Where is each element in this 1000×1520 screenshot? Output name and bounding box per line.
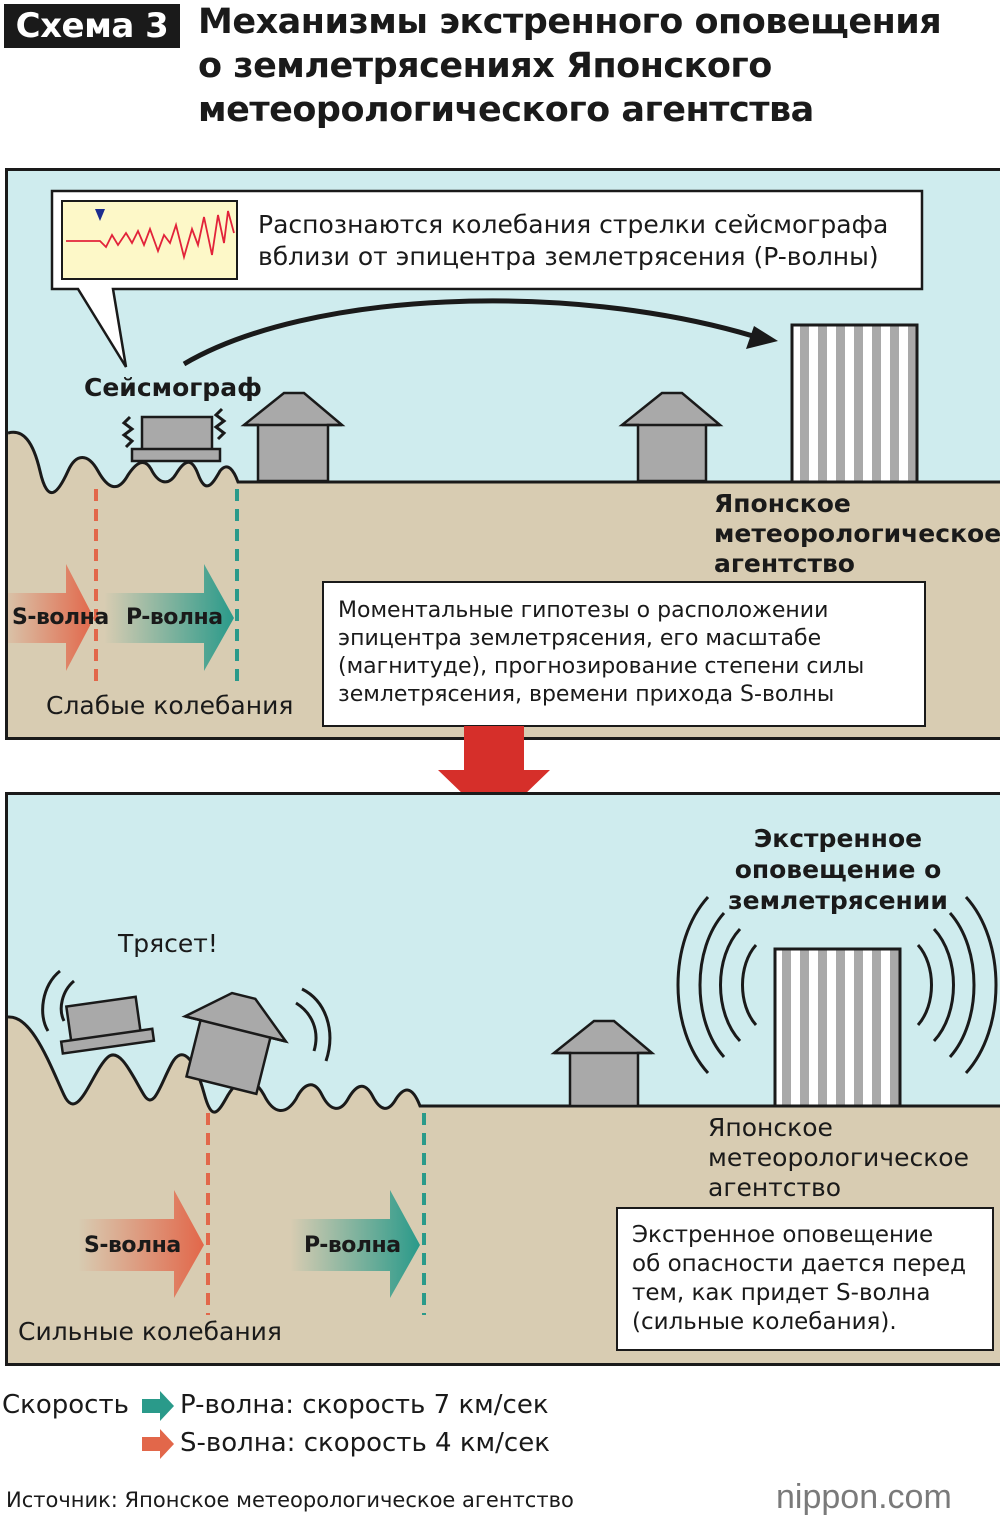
warning-box: Экстренное оповещение об опасности даетс… bbox=[616, 1207, 994, 1351]
p-wave-label: P-волна bbox=[126, 605, 223, 630]
agency-label-line: метеорологическое bbox=[708, 1143, 969, 1172]
vibration-icon bbox=[213, 407, 227, 441]
warning-line: Экстренное оповещение bbox=[632, 1222, 934, 1248]
panel-2-scene bbox=[8, 795, 1000, 1315]
callout-bubble bbox=[50, 189, 924, 368]
alert-label-line: Экстренное bbox=[753, 824, 923, 853]
title-line-2: о землетрясениях Японского bbox=[198, 46, 772, 86]
warning-line: об опасности дается перед bbox=[632, 1251, 967, 1277]
estimate-line: эпицентра землетрясения, его масштабе bbox=[338, 626, 822, 651]
s-wave-legend-arrow-icon bbox=[142, 1429, 174, 1459]
house-tilted-icon bbox=[181, 991, 289, 1096]
shake-lines-icon bbox=[41, 969, 61, 1032]
shake-lines-icon bbox=[59, 979, 76, 1022]
seismograph-icon bbox=[130, 447, 222, 463]
ground-surface bbox=[8, 430, 1000, 495]
shaking-label: Сильные колебания bbox=[18, 1317, 282, 1346]
broadcast-waves-icon bbox=[676, 895, 998, 1075]
p-wave-legend-arrow-icon bbox=[142, 1391, 174, 1421]
s-wave-label: S-волна bbox=[12, 605, 109, 630]
transmission-arrow bbox=[182, 298, 754, 367]
alert-label-line: землетрясении bbox=[728, 886, 948, 915]
callout-line: Распознаются колебания стрелки сейсмогра… bbox=[258, 210, 889, 239]
legend-p-wave: P-волна: скорость 7 км/сек bbox=[180, 1390, 549, 1420]
callout-line: вблизи от эпицентра землетрясения (P-вол… bbox=[258, 242, 879, 271]
agency-label-line: метеорологическое bbox=[714, 519, 1000, 548]
shaking-label: Слабые колебания bbox=[46, 691, 294, 720]
panel-weak-shaking: Распознаются колебания стрелки сейсмогра… bbox=[5, 168, 1000, 740]
estimate-text: Моментальные гипотезы о расположении эпи… bbox=[338, 597, 864, 709]
seismograph-tilted-icon bbox=[59, 995, 156, 1055]
estimate-line: Моментальные гипотезы о расположении bbox=[338, 598, 829, 623]
diagram-badge: Схема 3 bbox=[4, 4, 180, 48]
warning-line: тем, как придет S-волна bbox=[632, 1280, 931, 1306]
seismogram-trace bbox=[61, 200, 238, 280]
estimate-line: (магнитуде), прогнозирование степени сил… bbox=[338, 654, 865, 679]
seismograph-icon bbox=[140, 415, 214, 453]
vibration-icon bbox=[121, 415, 135, 449]
legend-s-wave: S-волна: скорость 4 км/сек bbox=[180, 1428, 550, 1458]
estimate-line: землетрясения, времени прихода S-волны bbox=[338, 682, 835, 707]
s-wave-label: S-волна bbox=[84, 1233, 181, 1258]
shake-lines-icon bbox=[295, 1001, 318, 1052]
title-line-1: Механизмы экстренного оповещения bbox=[198, 2, 942, 42]
agency-label-line: Японское bbox=[708, 1113, 833, 1142]
warning-line: (сильные колебания). bbox=[632, 1309, 897, 1335]
p-wave-arrow bbox=[290, 1190, 420, 1298]
shaking-exclamation: Трясет! bbox=[118, 929, 218, 958]
s-wave-arrow bbox=[78, 1190, 204, 1298]
legend-title: Скорость bbox=[2, 1390, 129, 1420]
seismograph-label: Сейсмограф bbox=[84, 373, 262, 402]
agency-label: Японское метеорологическое агентство bbox=[714, 489, 1000, 579]
shake-lines-icon bbox=[301, 987, 332, 1062]
s-wave-arrow bbox=[8, 564, 94, 671]
source-note: Источник: Японское метеорологическое аге… bbox=[6, 1488, 574, 1512]
ground-surface bbox=[8, 1015, 1000, 1114]
panel-1-scene bbox=[8, 171, 1000, 686]
estimate-box: Моментальные гипотезы о расположении эпи… bbox=[322, 581, 926, 727]
agency-label-line: агентство bbox=[708, 1173, 842, 1202]
agency-building-icon bbox=[790, 323, 919, 484]
warning-text: Экстренное оповещение об опасности даетс… bbox=[632, 1221, 966, 1337]
nippon-logo: nippon.com bbox=[776, 1478, 952, 1516]
seismogram-trace bbox=[66, 210, 235, 261]
transmission-arrow bbox=[746, 326, 778, 349]
p-wave-arrow bbox=[104, 564, 234, 671]
p-wave-label: P-волна bbox=[304, 1233, 401, 1258]
agency-building-icon bbox=[773, 947, 902, 1108]
alert-label-line: оповещение о bbox=[734, 855, 942, 884]
title-line-3: метеорологического агентства bbox=[198, 90, 814, 130]
callout-text: Распознаются колебания стрелки сейсмогра… bbox=[258, 209, 888, 273]
agency-label-line: Японское bbox=[714, 489, 851, 518]
onset-marker-icon bbox=[95, 209, 105, 221]
diagram-title: Механизмы экстренного оповещения о земле… bbox=[198, 0, 998, 132]
agency-label-line: агентство bbox=[714, 549, 855, 578]
next-step-arrow-icon bbox=[438, 726, 550, 824]
panel-strong-shaking: Экстренное оповещение о землетрясении Тр… bbox=[5, 792, 1000, 1366]
agency-label: Японское метеорологическое агентство bbox=[708, 1113, 969, 1203]
emergency-alert-label: Экстренное оповещение о землетрясении bbox=[728, 823, 948, 916]
